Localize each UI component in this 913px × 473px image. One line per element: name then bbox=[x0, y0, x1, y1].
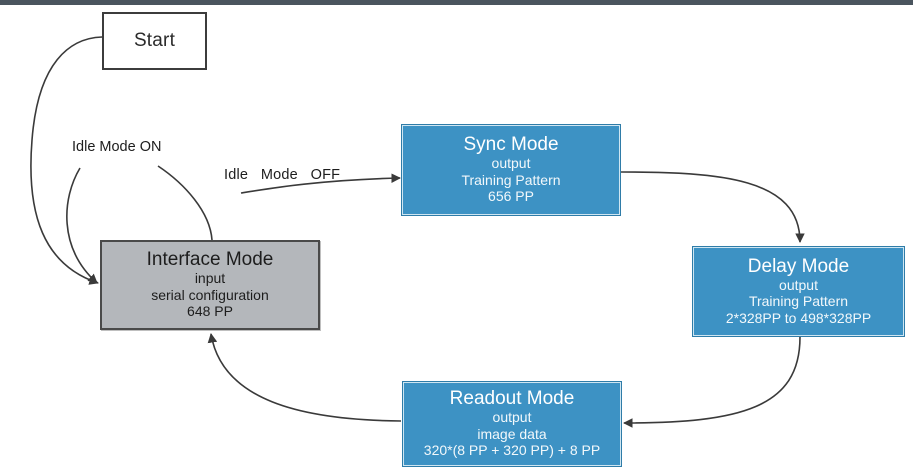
start-node[interactable]: Start bbox=[102, 12, 207, 70]
interface-mode-line-1: input bbox=[194, 270, 226, 287]
edge-delay-to-readout bbox=[623, 336, 801, 428]
edge-label-idle-mode-on: Idle Mode ON bbox=[72, 139, 162, 155]
edge-start-to-interface bbox=[30, 36, 103, 285]
sync-mode-line-2: Training Pattern bbox=[461, 171, 561, 188]
delay-mode-title: Delay Mode bbox=[747, 255, 850, 277]
delay-mode-line-1: output bbox=[779, 276, 818, 293]
interface-mode-line-2: serial configuration bbox=[151, 286, 269, 303]
delay-mode-node[interactable]: Delay Mode output Training Pattern 2*328… bbox=[692, 246, 905, 337]
edge-sync-to-delay bbox=[620, 171, 805, 243]
start-node-title: Start bbox=[133, 30, 176, 51]
readout-mode-line-1: output bbox=[492, 409, 532, 426]
edge-label-idle-mode-off: Idle Mode OFF bbox=[224, 167, 341, 183]
readout-mode-line-3: 320*(8 PP + 320 PP) + 8 PP bbox=[423, 442, 601, 459]
interface-mode-line-3: 648 PP bbox=[187, 303, 233, 320]
sync-mode-node[interactable]: Sync Mode output Training Pattern 656 PP bbox=[401, 124, 621, 216]
delay-mode-line-2: Training Pattern bbox=[748, 293, 849, 310]
interface-mode-title: Interface Mode bbox=[146, 249, 274, 271]
sync-mode-line-3: 656 PP bbox=[488, 188, 534, 205]
edge-idle-on-left bbox=[66, 167, 98, 284]
window-top-bar bbox=[0, 0, 913, 5]
edge-idle-on-right bbox=[157, 165, 213, 241]
delay-mode-line-3: 2*328PP to 498*328PP bbox=[725, 309, 872, 326]
edge-readout-to-interface bbox=[207, 333, 402, 422]
sync-mode-title: Sync Mode bbox=[463, 134, 559, 156]
interface-mode-node[interactable]: Interface Mode input serial configuratio… bbox=[100, 240, 320, 330]
readout-mode-line-2: image data bbox=[477, 425, 547, 442]
readout-mode-title: Readout Mode bbox=[449, 388, 575, 410]
sync-mode-line-1: output bbox=[491, 155, 531, 172]
readout-mode-node[interactable]: Readout Mode output image data 320*(8 PP… bbox=[402, 381, 622, 467]
